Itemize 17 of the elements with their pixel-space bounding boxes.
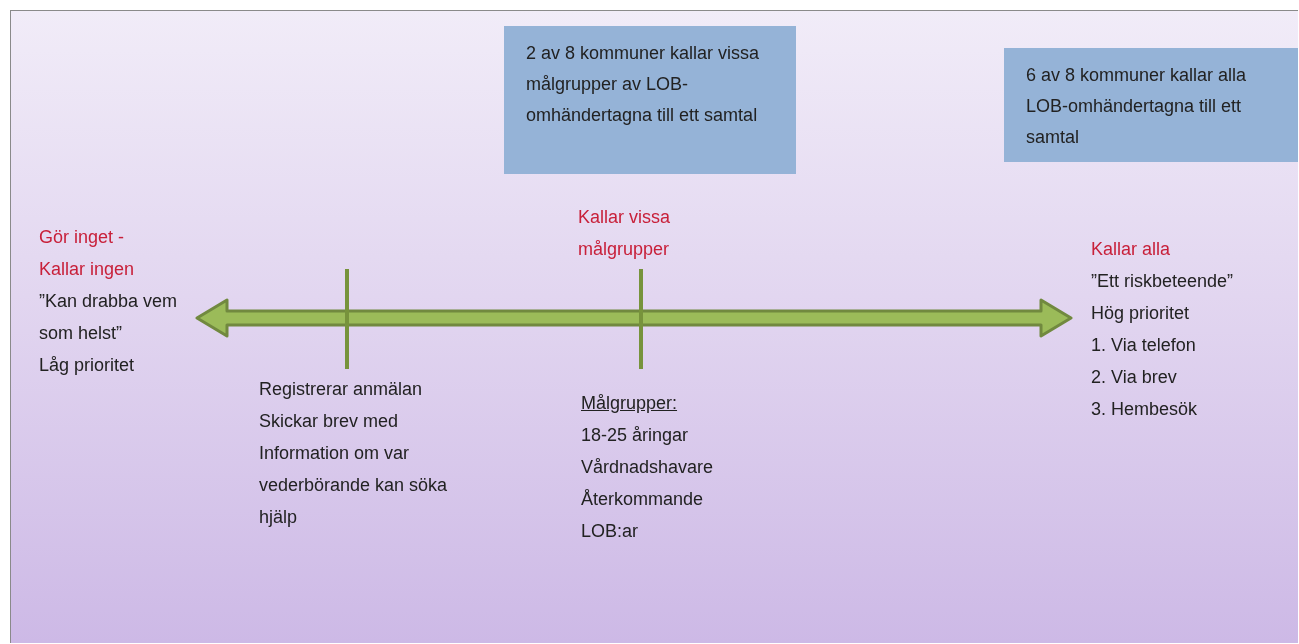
- list-item: 1. Via telefon: [1091, 334, 1196, 357]
- list-item: Vårdnadshavare: [581, 456, 714, 479]
- list-item: Återkommande LOB:ar: [581, 488, 705, 543]
- heading-label: Kallar alla: [1091, 238, 1171, 261]
- list-item: 3. Hembesök: [1091, 398, 1198, 421]
- quote-text: ”Kan drabba vem som helst”: [39, 290, 179, 345]
- quote-text: ”Ett riskbeteende”: [1091, 270, 1234, 293]
- heading-label: Gör inget - Kallar ingen: [39, 226, 136, 281]
- description-text: Registrerar anmälan Skickar brev med Information om var vederbörande kan söka hjälp: [259, 378, 449, 529]
- heading-label: Kallar vissa målgrupper: [578, 206, 672, 261]
- info-box: 2 av 8 kommuner kallar vissa målgrupper av LOB-omhändertagna till ett samtal: [504, 26, 796, 174]
- list-item: 18-25 åringar: [581, 424, 689, 447]
- list-heading: Målgrupper:: [581, 392, 678, 415]
- list-item: 2. Via brev: [1091, 366, 1177, 389]
- priority-text: Hög prioritet: [1091, 302, 1190, 325]
- priority-text: Låg prioritet: [39, 354, 135, 377]
- info-box: 6 av 8 kommuner kallar alla LOB-omhändertagna till ett samtal: [1004, 48, 1298, 162]
